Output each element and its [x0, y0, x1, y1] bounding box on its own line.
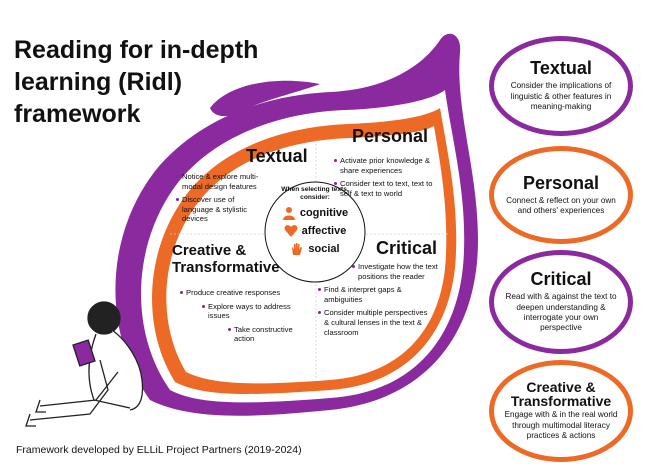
oval-critical: Critical Read with & against the text to… — [489, 250, 633, 354]
creative-title: Creative & Transformative — [172, 242, 284, 276]
list-item: Consider text to text, text to self & te… — [334, 179, 434, 198]
footer-credit: Framework developed by ELLiL Project Par… — [16, 444, 302, 456]
oval-desc: Connect & reflect on your own and others… — [506, 195, 616, 215]
oval-title: Textual — [530, 58, 592, 79]
list-item: Take constructive action — [228, 325, 302, 344]
person-icon — [282, 207, 295, 220]
list-item: Investigate how the text positions the r… — [352, 262, 454, 281]
purple-swirl-tail — [210, 80, 320, 117]
creative-title-text: Creative & Transformative — [172, 242, 280, 276]
list-item: Activate prior knowledge & share experie… — [334, 156, 434, 175]
oval-creative: Creative & Transformative Engage with & … — [489, 360, 633, 462]
oval-title: Critical — [530, 269, 592, 290]
center-row-affective: affective — [266, 224, 364, 238]
oval-title: Personal — [522, 172, 600, 193]
textual-bullets: Notice & explore multi-modal design feat… — [176, 172, 264, 228]
personal-title: Personal — [352, 126, 429, 146]
creative-bullets: Produce creative responses Explore ways … — [180, 288, 298, 348]
center-label-social: social — [308, 243, 340, 255]
personal-bullets: Activate prior knowledge & share experie… — [334, 156, 434, 202]
list-item: Find & interpret gaps & ambiguities — [318, 285, 430, 304]
oval-textual: Textual Consider the implications of lin… — [489, 36, 633, 136]
textual-title: Textual — [246, 146, 308, 166]
center-circle — [264, 181, 366, 283]
hand-icon — [292, 243, 303, 255]
heart-icon — [284, 225, 298, 237]
center-row-cognitive: cognitive — [266, 206, 364, 220]
critical-title: Critical — [376, 238, 438, 258]
list-item: Explore ways to address issues — [202, 302, 298, 321]
oval-title: Creative & Transformative — [510, 379, 612, 410]
reader-illustration — [25, 301, 144, 427]
center-considerations: When selecting texts, consider: cognitiv… — [266, 182, 364, 282]
center-label-cognitive: cognitive — [299, 207, 349, 219]
center-row-social: social — [266, 242, 364, 256]
oval-personal: Personal Connect & reflect on your own a… — [489, 146, 633, 244]
list-item: Discover use of language & stylistic dev… — [176, 195, 264, 224]
list-item: Consider multiple perspectives & cultura… — [318, 308, 430, 337]
oval-desc: Engage with & in the real world through … — [504, 410, 618, 441]
list-item: Produce creative responses — [180, 288, 298, 298]
list-item: Notice & explore multi-modal design feat… — [176, 172, 264, 191]
center-label-affective: affective — [301, 225, 347, 237]
oval-desc: Consider the implications of linguistic … — [510, 81, 612, 112]
oval-desc: Read with & against the text to deepen u… — [505, 292, 617, 333]
center-hint: When selecting texts, consider: — [281, 186, 349, 201]
critical-bullets: Investigate how the text positions the r… — [318, 262, 438, 341]
page-title: Reading for in-depth learning (Ridl) fra… — [14, 36, 259, 128]
